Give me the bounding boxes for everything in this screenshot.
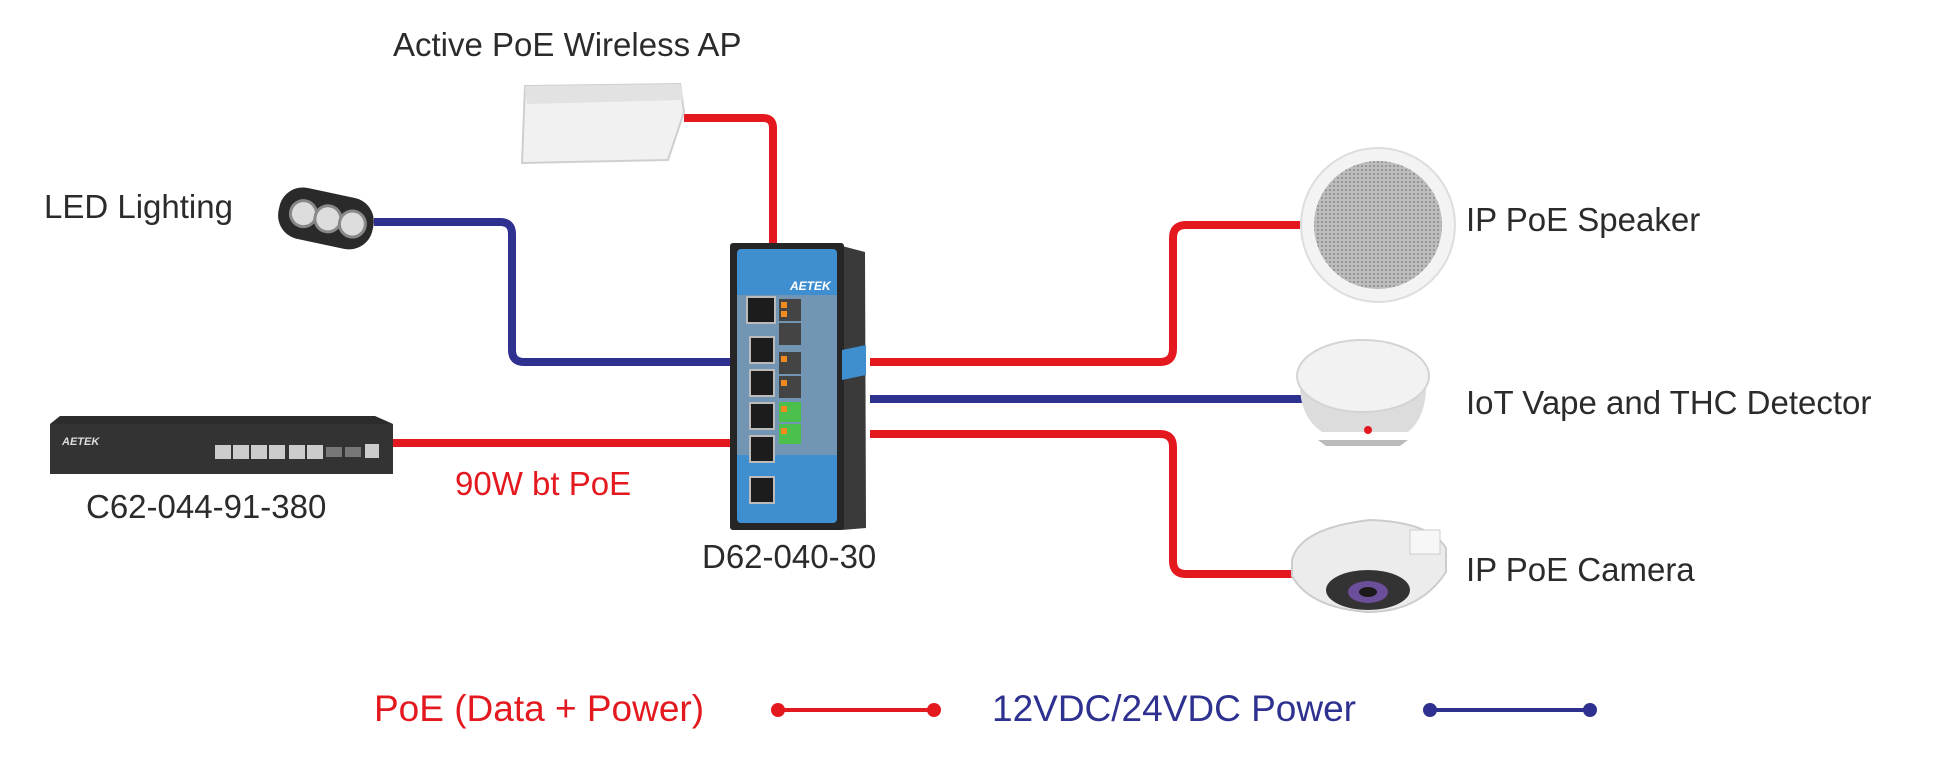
legend-dc-line bbox=[1423, 703, 1597, 717]
svg-text:AETEK: AETEK bbox=[789, 279, 832, 293]
legend-poe-label: PoE (Data + Power) bbox=[374, 688, 705, 729]
svg-text:AETEK: AETEK bbox=[61, 436, 100, 448]
speaker-label: IP PoE Speaker bbox=[1466, 201, 1701, 238]
source-switch-label: C62-044-91-380 bbox=[86, 488, 327, 525]
led-label: LED Lighting bbox=[44, 188, 233, 225]
legend-poe-line bbox=[771, 703, 941, 717]
rack-switch-icon: AETEK bbox=[50, 416, 393, 474]
smoke-detector-icon bbox=[1296, 339, 1430, 446]
link-led bbox=[374, 218, 736, 366]
detector-label: IoT Vape and THC Detector bbox=[1466, 384, 1872, 421]
dome-camera-icon bbox=[1291, 518, 1447, 614]
ceiling-speaker-icon bbox=[1300, 147, 1456, 303]
uplink-label: 90W bt PoE bbox=[455, 465, 632, 502]
legend-dc-label: 12VDC/24VDC Power bbox=[992, 688, 1356, 729]
link-speaker bbox=[870, 221, 1300, 366]
din-switch-label: D62-040-30 bbox=[702, 538, 877, 575]
camera-label: IP PoE Camera bbox=[1466, 551, 1695, 588]
ceiling-access-point-icon bbox=[520, 82, 686, 165]
din-rail-switch-icon: AETEK bbox=[730, 243, 866, 530]
ap-label: Active PoE Wireless AP bbox=[393, 26, 742, 63]
link-camera bbox=[870, 430, 1292, 578]
link-ap bbox=[684, 114, 777, 250]
led-spotlight-icon bbox=[278, 187, 374, 250]
